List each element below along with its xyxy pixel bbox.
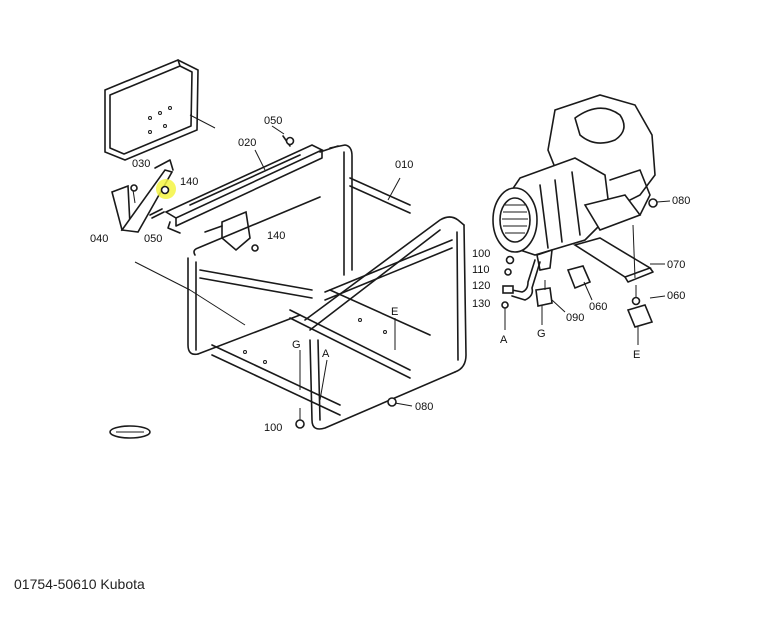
label-140-clamp: 140 [267,230,285,242]
frame-010 [187,144,467,430]
label-A-right: A [500,334,508,346]
clamp-140 [204,210,259,252]
highlight-part-140 [156,179,176,199]
label-010: 010 [395,159,413,171]
bracket-070 [573,224,665,283]
label-040: 040 [90,233,108,245]
label-100-right: 100 [472,248,490,260]
engine-assembly [492,94,671,271]
label-060-left: 060 [589,301,607,313]
label-110: 110 [472,264,490,276]
label-E-right: E [633,349,640,361]
rail-020 [164,144,324,234]
label-140-highlight: 140 [180,176,198,188]
label-090: 090 [566,312,584,324]
label-030: 030 [132,158,150,170]
mount-060-right [626,285,666,345]
label-G-frame: G [292,339,301,351]
label-050-top: 050 [264,115,282,127]
bolt-050-left [149,208,165,219]
pipe-120 [501,255,543,330]
leader-lines [134,149,413,422]
label-A-frame: A [322,348,330,360]
stamp-logo [109,425,151,439]
mount-060-left [566,265,593,301]
label-G-right: G [537,328,546,340]
label-060-right: 060 [667,290,685,302]
washers-bottom [295,397,397,429]
label-080-bottom: 080 [415,401,433,413]
control-box [104,59,216,161]
label-070: 070 [667,259,685,271]
label-020: 020 [238,137,256,149]
bolt-050-top [271,125,295,147]
label-100-bottom: 100 [264,422,282,434]
mount-090 [535,280,566,313]
part-number-caption: 01754-50610 Kubota [14,576,145,592]
label-050-left: 050 [144,233,162,245]
label-120: 120 [472,280,490,292]
label-080-right: 080 [672,195,690,207]
part-labels: 050 020 010 030 140 040 050 140 100 110 … [90,115,690,434]
label-130: 130 [472,298,490,310]
label-E-frame: E [391,306,398,318]
